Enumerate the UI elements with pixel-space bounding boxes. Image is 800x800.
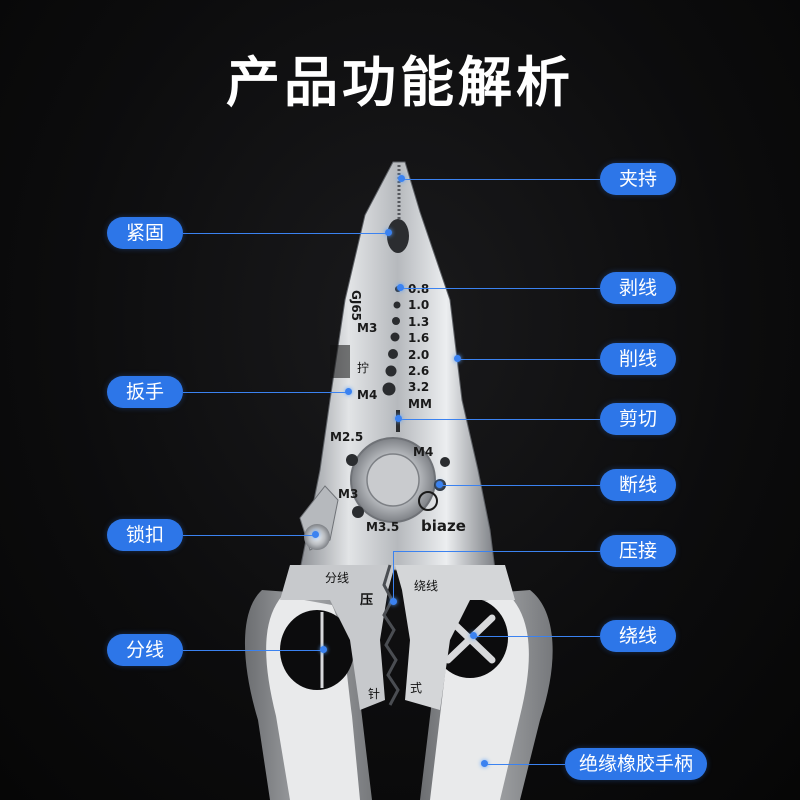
mark-m35: M3.5 <box>366 520 399 534</box>
leader-jianqie <box>400 419 600 420</box>
mark-m3-top: M3 <box>357 321 377 335</box>
leader-suokou <box>183 535 313 536</box>
svg-text:3.2: 3.2 <box>408 380 429 394</box>
callout-jiachi: 夹持 <box>600 163 676 195</box>
dot-suokou <box>312 531 319 538</box>
gauge-holes <box>382 286 401 396</box>
leader-jiachi <box>402 179 600 180</box>
svg-text:1.3: 1.3 <box>408 315 429 329</box>
model-mark: GJ65 <box>349 290 363 321</box>
dot-jingu <box>385 229 392 236</box>
mark-ning: 拧 <box>357 361 369 375</box>
leader-shoubing <box>485 764 565 765</box>
leader-xiaoxian <box>458 359 600 360</box>
mark-m4-right: M4 <box>413 445 433 459</box>
dot-jiachi <box>398 175 405 182</box>
callout-yajie: 压接 <box>600 535 676 567</box>
callout-boxian: 剥线 <box>600 272 676 304</box>
mark-shi: 式 <box>410 681 422 695</box>
mark-m25: M2.5 <box>330 430 363 444</box>
mark-zhen: 针 <box>368 686 380 701</box>
brand-mark: biaze <box>421 517 466 535</box>
mark-fenxian: 分线 <box>325 571 349 585</box>
crimp-seam <box>382 564 400 706</box>
leader-boxian <box>402 288 600 289</box>
steel-lower-right <box>395 565 515 710</box>
callout-jianqie: 剪切 <box>600 403 676 435</box>
dot-yajie <box>390 598 397 605</box>
gauge-labels: 0.8 1.0 1.3 1.6 2.0 2.6 3.2 MM <box>408 282 432 411</box>
dot-fenxian <box>320 646 327 653</box>
leader-yajie <box>430 551 600 552</box>
svg-text:2.6: 2.6 <box>408 364 429 378</box>
dot-banshou <box>345 388 352 395</box>
leader-duanxian <box>440 485 600 486</box>
svg-text:0.8: 0.8 <box>408 282 429 296</box>
leader-banshou <box>183 392 348 393</box>
dot-raoxian <box>470 632 477 639</box>
fastening-hole <box>387 219 409 253</box>
svg-text:1.0: 1.0 <box>408 298 429 312</box>
dot-boxian <box>397 284 404 291</box>
leader-jingu <box>183 233 388 234</box>
callout-shoubing: 绝缘橡胶手柄 <box>565 748 707 780</box>
svg-text:MM: MM <box>408 397 432 411</box>
dot-duanxian <box>436 481 443 488</box>
leader-raoxian <box>475 636 600 637</box>
page-title: 产品功能解析 <box>226 51 574 114</box>
callout-banshou: 扳手 <box>107 376 183 408</box>
mark-m4-left: M4 <box>357 388 377 402</box>
leader-yajie-vertical <box>393 551 394 601</box>
callout-duanxian: 断线 <box>600 469 676 501</box>
leader-yajie-join <box>393 551 433 552</box>
mark-m3-bottom: M3 <box>338 487 358 501</box>
dot-xiaoxian <box>454 355 461 362</box>
callout-xiaoxian: 削线 <box>600 343 676 375</box>
steel-lower-left <box>280 565 395 710</box>
mark-raoxian: 绕线 <box>414 579 438 593</box>
callout-jingu: 紧固 <box>107 217 183 249</box>
callout-fenxian: 分线 <box>107 634 183 666</box>
svg-text:1.6: 1.6 <box>408 331 429 345</box>
svg-text:2.0: 2.0 <box>408 348 429 362</box>
leader-fenxian <box>183 650 323 651</box>
callout-raoxian: 绕线 <box>600 620 676 652</box>
dot-shoubing <box>481 760 488 767</box>
callout-suokou: 锁扣 <box>107 519 183 551</box>
mark-ya: 压 <box>360 593 373 608</box>
dot-jianqie <box>395 415 402 422</box>
